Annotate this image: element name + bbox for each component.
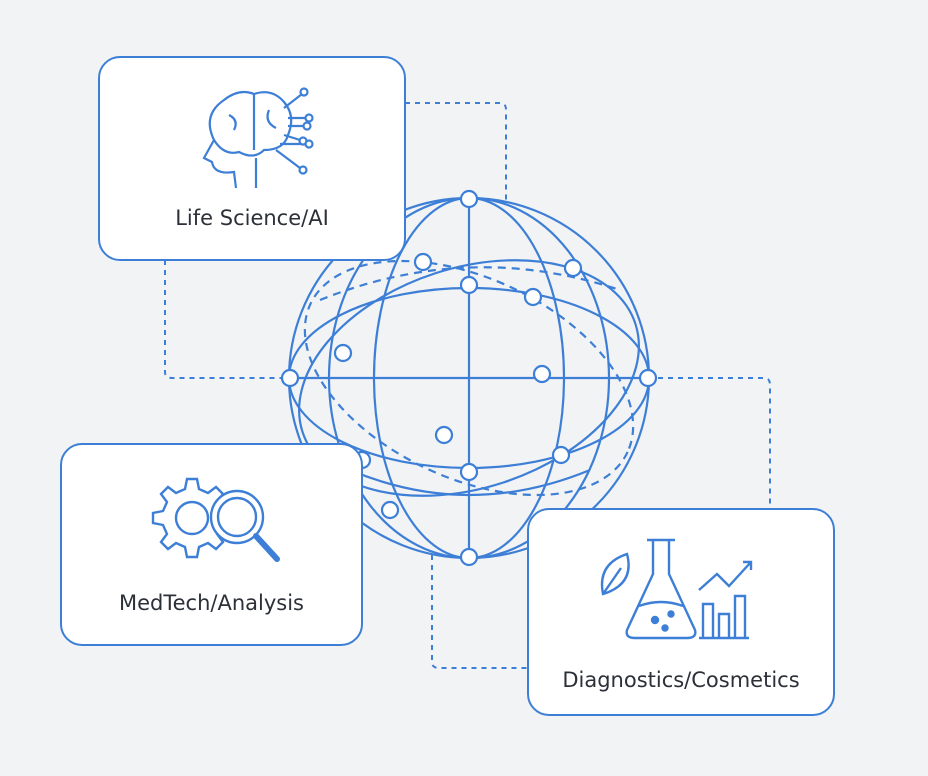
gear-magnifier-icon (151, 477, 280, 562)
dashed-connectors (164, 102, 771, 669)
connector-left (164, 260, 290, 379)
leaf-icon (600, 552, 630, 596)
card-medtech-analysis[interactable]: MedTech/Analysis (60, 443, 363, 646)
network-nodes (280, 189, 658, 567)
connector-bottom (431, 555, 527, 669)
flask-icon (625, 538, 697, 640)
trend-arrow-icon (698, 560, 753, 591)
card-diagnostics-cosmetics[interactable]: Diagnostics/Cosmetics (527, 508, 835, 716)
bar-chart-icon (699, 594, 749, 640)
connector-life-science (405, 102, 507, 205)
card-label: Diagnostics/Cosmetics (562, 668, 800, 692)
card-label: MedTech/Analysis (118, 591, 304, 615)
connector-right (648, 377, 771, 508)
brain-circuit-icon (202, 87, 314, 189)
card-label: Life Science/AI (175, 206, 329, 230)
network-globe-icon (280, 189, 658, 567)
card-life-science-ai[interactable]: Life Science/AI (98, 56, 406, 261)
leaf-flask-chart-icon (600, 538, 753, 640)
